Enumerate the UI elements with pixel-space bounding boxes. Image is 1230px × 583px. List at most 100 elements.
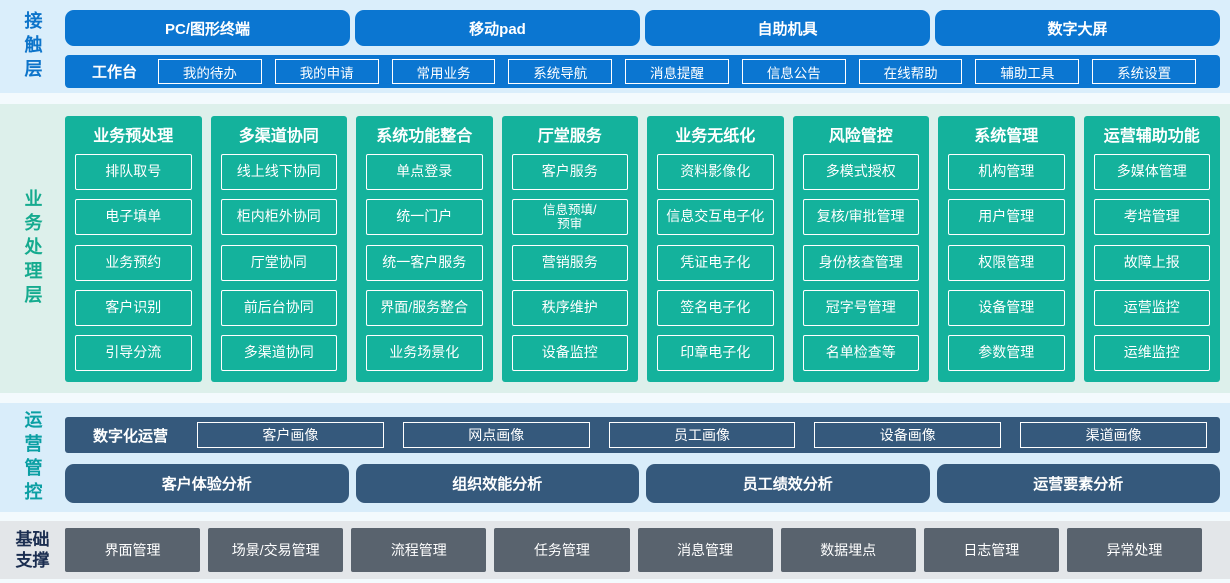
- business-columns: 业务预处理 排队取号 电子填单 业务预约 客户识别 引导分流 多渠道协同 线上线…: [65, 104, 1230, 393]
- terminal-self-service: 自助机具: [645, 10, 930, 46]
- column-item: 秩序维护: [511, 289, 628, 326]
- foundation-message-management: 消息管理: [637, 528, 773, 572]
- terminals-row: PC/图形终端 移动pad 自助机具 数字大屏: [65, 10, 1220, 46]
- column-item: 参数管理: [948, 335, 1065, 371]
- workbench-label: 工作台: [92, 64, 138, 81]
- column-item: 界面/服务整合: [366, 289, 483, 326]
- column-item: 电子填单: [75, 199, 192, 236]
- foundation-data-tracking: 数据埋点: [780, 528, 916, 572]
- column-title: 系统功能整合: [376, 128, 473, 145]
- column-title: 业务无纸化: [675, 128, 756, 145]
- column-item: 多模式授权: [802, 154, 919, 190]
- foundation-exception-handling: 异常处理: [1066, 528, 1202, 572]
- workbench-item-info-notice: 信息公告: [741, 59, 846, 84]
- foundation-log-management: 日志管理: [923, 528, 1059, 572]
- business-column-hall-service: 厅堂服务 客户服务 信息预填/预审 营销服务 秩序维护 设备监控: [501, 116, 638, 382]
- operations-layer-gutter: 运营管控: [0, 403, 65, 512]
- column-item: 柜内柜外协同: [220, 199, 337, 236]
- column-item: 复核/审批管理: [802, 199, 919, 236]
- digital-operations-label: 数字化运营: [93, 427, 169, 445]
- column-item: 多渠道协同: [220, 335, 337, 371]
- portrait-channel: 渠道画像: [1020, 422, 1207, 448]
- workbench-item-system-settings: 系统设置: [1092, 59, 1197, 84]
- column-item: 客户服务: [511, 154, 628, 190]
- workbench-item-aux-tools: 辅助工具: [975, 59, 1080, 84]
- column-item: 信息预填/预审: [511, 199, 628, 236]
- column-item: 机构管理: [948, 154, 1065, 190]
- foundation-process-management: 流程管理: [351, 528, 487, 572]
- foundation-ui-management: 界面管理: [65, 528, 201, 572]
- column-item: 引导分流: [75, 335, 192, 371]
- foundation-scene-transaction: 场景/交易管理: [208, 528, 344, 572]
- business-column-ops-auxiliary: 运营辅助功能 多媒体管理 考培管理 故障上报 运营监控 运维监控: [1083, 116, 1220, 382]
- column-title: 业务预处理: [93, 128, 174, 145]
- analysis-employee-performance: 员工绩效分析: [646, 464, 930, 503]
- business-column-system-management: 系统管理 机构管理 用户管理 权限管理 设备管理 参数管理: [938, 116, 1075, 382]
- terminal-mobile-pad: 移动pad: [355, 10, 640, 46]
- foundation-layer-gutter: 基础支撑: [0, 521, 65, 579]
- portrait-device: 设备画像: [814, 422, 1002, 448]
- column-item: 多媒体管理: [1093, 154, 1210, 190]
- workbench-item-system-nav: 系统导航: [508, 59, 613, 84]
- column-item: 运维监控: [1093, 335, 1210, 371]
- workbench-item-online-help: 在线帮助: [858, 59, 963, 84]
- portrait-employee: 员工画像: [608, 422, 796, 448]
- contact-layer: 接触层 PC/图形终端 移动pad 自助机具 数字大屏 工作台 我的待办 我的申…: [0, 0, 1230, 93]
- column-title: 厅堂服务: [537, 128, 602, 145]
- workbench-bar: 工作台 我的待办 我的申请 常用业务 系统导航 消息提醒 信息公告 在线帮助 辅…: [65, 55, 1220, 88]
- business-processing-layer: 业务处理层 业务预处理 排队取号 电子填单 业务预约 客户识别 引导分流 多渠道…: [0, 104, 1230, 393]
- business-column-system-integration: 系统功能整合 单点登录 统一门户 统一客户服务 界面/服务整合 业务场景化: [356, 116, 493, 382]
- contact-layer-label: 接触层: [22, 10, 43, 83]
- column-item: 资料影像化: [657, 154, 774, 190]
- column-title: 系统管理: [974, 128, 1039, 145]
- operations-control-layer: 运营管控 数字化运营 客户画像 网点画像 员工画像 设备画像 渠道画像 客户体验…: [0, 403, 1230, 512]
- business-column-preprocessing: 业务预处理 排队取号 电子填单 业务预约 客户识别 引导分流: [65, 116, 202, 382]
- business-column-paperless: 业务无纸化 资料影像化 信息交互电子化 凭证电子化 签名电子化 印章电子化: [647, 116, 784, 382]
- column-item: 业务预约: [75, 244, 192, 281]
- column-item: 考培管理: [1093, 199, 1210, 236]
- column-item: 前后台协同: [220, 289, 337, 326]
- column-item: 业务场景化: [366, 335, 483, 371]
- column-title: 多渠道协同: [238, 128, 319, 145]
- column-item: 排队取号: [75, 154, 192, 190]
- column-item: 名单检查等: [802, 335, 919, 371]
- column-item: 冠字号管理: [802, 289, 919, 326]
- workbench-item-todo: 我的待办: [158, 59, 262, 84]
- workbench-item-my-requests: 我的申请: [274, 59, 379, 84]
- operations-layer-label: 运营管控: [22, 409, 43, 506]
- foundation-row: 界面管理 场景/交易管理 流程管理 任务管理 消息管理 数据埋点 日志管理 异常…: [65, 521, 1220, 579]
- analysis-customer-experience: 客户体验分析: [65, 464, 349, 503]
- workbench-item-common-business: 常用业务: [391, 59, 496, 84]
- analysis-org-efficiency: 组织效能分析: [355, 464, 639, 503]
- analysis-row: 客户体验分析 组织效能分析 员工绩效分析 运营要素分析: [65, 464, 1220, 503]
- digital-operations-bar: 数字化运营 客户画像 网点画像 员工画像 设备画像 渠道画像: [65, 417, 1220, 453]
- portrait-branch: 网点画像: [402, 422, 590, 448]
- analysis-ops-elements: 运营要素分析: [936, 464, 1220, 503]
- column-item: 用户管理: [948, 199, 1065, 236]
- business-layer-gutter: 业务处理层: [0, 104, 65, 393]
- column-item: 厅堂协同: [220, 244, 337, 281]
- foundation-task-management: 任务管理: [494, 528, 630, 572]
- foundation-support-layer: 基础支撑 界面管理 场景/交易管理 流程管理 任务管理 消息管理 数据埋点 日志…: [0, 521, 1230, 579]
- column-item: 签名电子化: [657, 289, 774, 326]
- contact-layer-gutter: 接触层: [0, 0, 65, 93]
- column-title: 风险管控: [828, 128, 893, 145]
- column-item: 设备监控: [511, 335, 628, 371]
- business-column-risk-control: 风险管控 多模式授权 复核/审批管理 身份核查管理 冠字号管理 名单检查等: [792, 116, 929, 382]
- terminal-pc-graphic: PC/图形终端: [65, 10, 350, 46]
- column-item: 线上线下协同: [220, 154, 337, 190]
- business-column-multichannel: 多渠道协同 线上线下协同 柜内柜外协同 厅堂协同 前后台协同 多渠道协同: [210, 116, 347, 382]
- business-layer-label: 业务处理层: [22, 188, 43, 309]
- column-item: 统一门户: [366, 199, 483, 236]
- terminal-digital-screen: 数字大屏: [935, 10, 1220, 46]
- column-item: 权限管理: [948, 244, 1065, 281]
- foundation-layer-label: 基础支撑: [15, 529, 50, 570]
- column-item: 单点登录: [366, 154, 483, 190]
- column-item: 营销服务: [511, 244, 628, 281]
- portrait-customer: 客户画像: [197, 422, 384, 448]
- column-item: 客户识别: [75, 289, 192, 326]
- column-item: 统一客户服务: [366, 244, 483, 281]
- column-title: 运营辅助功能: [1103, 128, 1200, 145]
- column-item: 设备管理: [948, 289, 1065, 326]
